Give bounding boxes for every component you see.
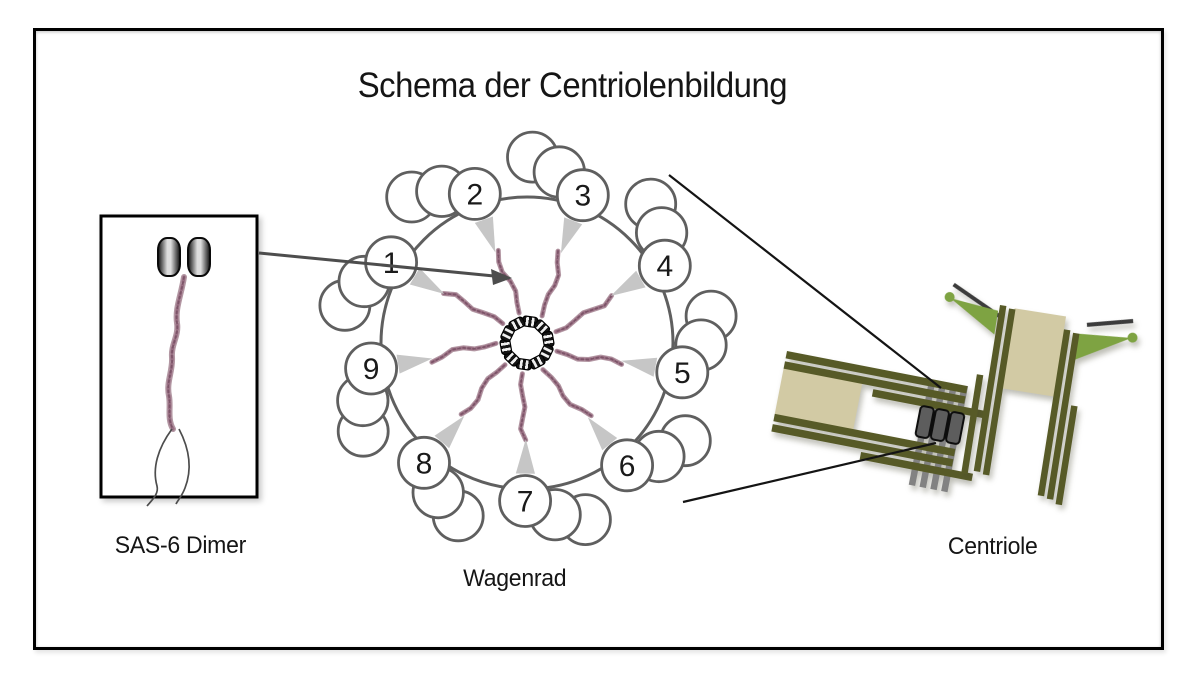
microtubule-bar xyxy=(1037,329,1071,497)
arrow-shaft xyxy=(258,251,495,278)
figure-title-text: Schema der Centriolenbildung xyxy=(357,66,787,105)
microtubule-circle-6 xyxy=(600,438,654,493)
annotation-arrow xyxy=(258,251,512,285)
spoke-number-6: 6 xyxy=(619,450,636,483)
procentriole-microtubule-walls xyxy=(771,351,986,482)
dimer-head-right xyxy=(187,237,211,277)
sas6-caption-text: SAS-6 Dimer xyxy=(114,532,246,559)
microtubule-bar xyxy=(1055,405,1078,506)
microtubule-circle-2 xyxy=(447,166,502,221)
microtubule-circle-9 xyxy=(344,341,399,396)
wheel-caption: Wagenrad xyxy=(415,565,615,593)
sas6-coiled-coil xyxy=(165,274,187,432)
mother-microtubule-walls xyxy=(961,305,1080,506)
spoke-wedge-5 xyxy=(621,357,658,377)
spoke-number-5: 5 xyxy=(674,357,691,390)
microtubule-circle-7 xyxy=(498,474,552,528)
appendage-right-tip xyxy=(1127,332,1138,343)
procentriole xyxy=(771,351,986,493)
coil-stroke-dark xyxy=(167,276,185,430)
mother-centriole xyxy=(944,282,1138,506)
microtubule-circle-5 xyxy=(655,345,710,400)
cartwheel-spoke-9 xyxy=(431,342,497,364)
sas6-dimer-head xyxy=(157,237,211,277)
appendage-right xyxy=(1075,333,1132,360)
sas6-leg-left xyxy=(146,428,173,507)
distal-appendages xyxy=(944,292,1138,360)
procentriole-sas6-stack xyxy=(914,405,966,445)
cartwheel-spoke-5 xyxy=(556,350,623,366)
cartwheel-spoke-3 xyxy=(541,250,560,317)
zoom-line-top xyxy=(668,174,942,389)
spoke-number-3: 3 xyxy=(574,180,591,213)
microtubule-bar xyxy=(973,305,1007,472)
spoke-wedge-2 xyxy=(474,216,496,253)
cartwheel-spoke-3 xyxy=(540,249,561,318)
wheel-caption-text: Wagenrad xyxy=(463,565,567,592)
spoke-number-1: 1 xyxy=(383,247,400,280)
microtubule-bar xyxy=(859,451,973,482)
spoke-wedge-9 xyxy=(396,354,433,374)
sas6-inset xyxy=(99,214,259,507)
spoke-number-7: 7 xyxy=(517,486,534,519)
zoom-indicator-lines xyxy=(668,174,942,504)
centriole-illustration xyxy=(771,282,1138,506)
spoke-number-9: 9 xyxy=(363,353,380,386)
microtubule-bar xyxy=(771,424,954,467)
spoke-wedge-4 xyxy=(610,270,646,296)
sas6-barrel xyxy=(945,411,966,445)
microtubule-bar xyxy=(871,389,986,419)
sas6-caption: SAS-6 Dimer xyxy=(80,532,280,560)
cartwheel-group: 1 2 3 4 5 6 7 8 9 xyxy=(318,130,738,546)
cartwheel-spoke-7 xyxy=(519,372,527,441)
appendage-left xyxy=(950,298,999,335)
dimer-head-left xyxy=(157,237,181,277)
microtubule-bar xyxy=(1046,332,1080,500)
spoke-wedge-1 xyxy=(409,268,445,294)
microtubule-bar xyxy=(785,351,968,394)
microtubule-bar xyxy=(982,308,1016,476)
microtubule-bar xyxy=(961,374,984,475)
distal-rod-right xyxy=(1086,319,1134,327)
microtubule-circle-4 xyxy=(637,238,692,293)
spoke-number-8: 8 xyxy=(416,447,433,480)
figure-title: Schema der Centriolenbildung xyxy=(0,66,1144,106)
zoom-line-bottom xyxy=(682,441,937,504)
cartwheel-spoke-8 xyxy=(460,363,506,416)
spoke-number-4: 4 xyxy=(656,250,673,283)
spoke-wedge-6 xyxy=(587,417,618,451)
spoke-wedge-7 xyxy=(515,439,535,474)
hub-segment xyxy=(508,316,526,332)
mother-lumen xyxy=(1001,308,1067,397)
centriole-caption-text: Centriole xyxy=(948,533,1038,560)
cartwheel-spoke-2 xyxy=(497,249,520,314)
sas6-leg-right xyxy=(175,428,190,505)
appendage-left-tip xyxy=(944,292,955,303)
cartwheel-spoke-6 xyxy=(542,368,593,417)
cartwheel-spoke-1 xyxy=(442,292,504,325)
microtubule-circle-8 xyxy=(397,435,451,490)
microtubule-bar xyxy=(783,361,966,404)
cartwheel-spoke-4 xyxy=(555,294,613,333)
centriole-caption: Centriole xyxy=(893,533,1093,561)
sas6-barrel xyxy=(929,408,950,442)
procentriole-lumen xyxy=(774,368,863,430)
sas6-barrel xyxy=(914,405,935,439)
spoke-wedge-8 xyxy=(434,415,465,449)
sas6-legs xyxy=(146,428,190,507)
spoke-number-2: 2 xyxy=(466,178,483,211)
figure-border xyxy=(33,28,1164,650)
microtubule-circle-3 xyxy=(555,168,610,223)
microtubule-bar xyxy=(773,413,956,457)
arrow-head-icon xyxy=(491,269,512,285)
spoke-wedge-3 xyxy=(560,217,583,254)
